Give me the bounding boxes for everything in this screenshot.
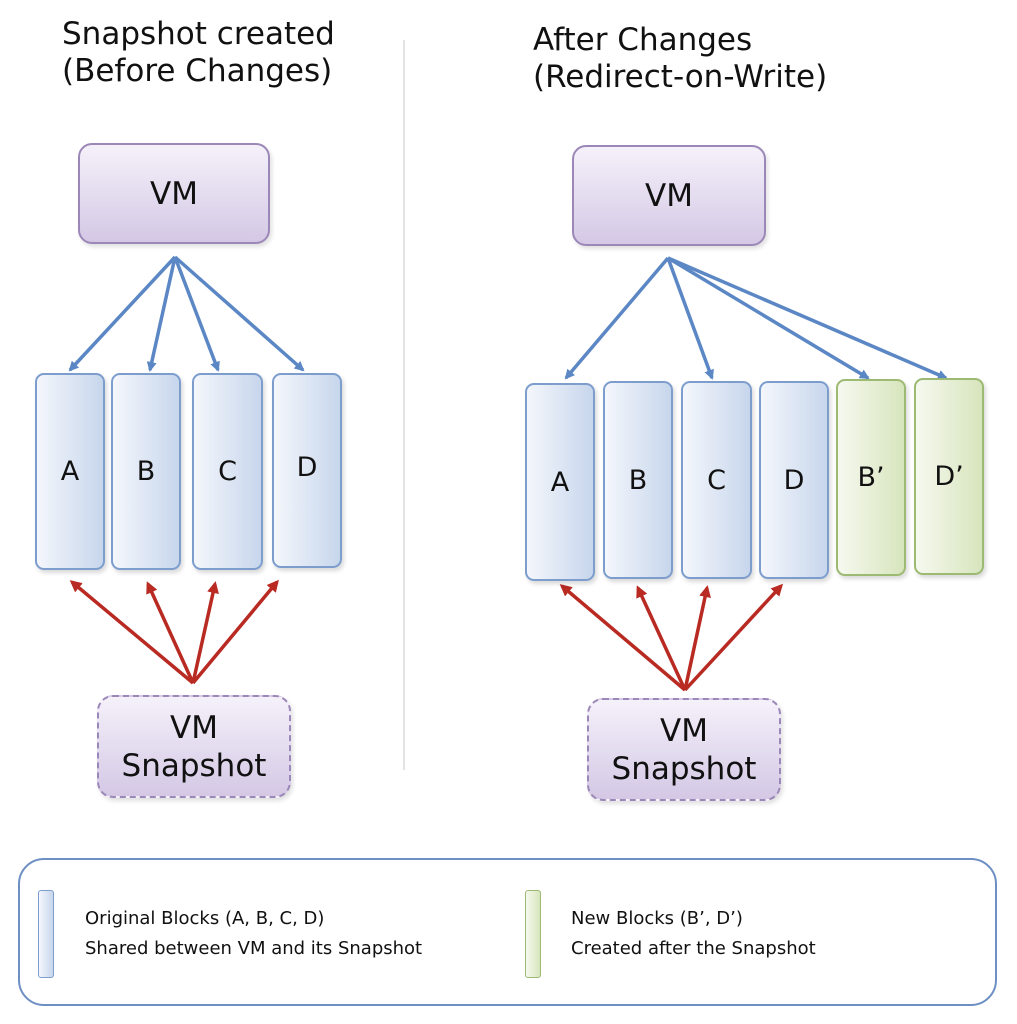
left-block-d-label: D	[296, 452, 318, 483]
legend-original-text: Original Blocks (A, B, C, D) Shared betw…	[85, 904, 422, 964]
left-vm-arrow-b	[146, 256, 177, 372]
right-snapshot-label-line2: Snapshot	[611, 750, 757, 787]
right-vm-arrow-a	[564, 256, 670, 380]
right-snap-arrow-d	[683, 583, 784, 692]
right-snap-arrow-a	[559, 584, 687, 692]
left-vm-arrow-c	[173, 256, 220, 372]
left-block-a-label: A	[60, 456, 80, 487]
left-block-c: C	[192, 373, 263, 570]
left-snap-arrow-a	[69, 580, 195, 685]
left-block-b: B	[111, 373, 181, 570]
left-block-d: D	[272, 373, 342, 568]
legend-original-line1: Original Blocks (A, B, C, D)	[85, 908, 325, 929]
left-snapshot-label-line1: VM	[170, 709, 218, 746]
right-block-c-label: C	[707, 464, 726, 496]
left-snap-arrow-b	[146, 581, 195, 684]
left-snap-arrow-d	[191, 579, 279, 685]
right-vm-arrow-d-new	[667, 256, 948, 380]
right-snap-arrow-b	[636, 585, 687, 691]
left-panel-title: Snapshot created (Before Changes)	[62, 16, 335, 90]
left-vm-label: VM	[150, 175, 198, 212]
right-block-b-new: B’	[836, 379, 906, 576]
legend-original-swatch	[38, 890, 54, 978]
left-vm-arrow-d	[173, 255, 305, 372]
panel-divider	[403, 40, 405, 770]
left-vm-arrow-a	[68, 255, 177, 372]
right-snapshot-label-line1: VM	[660, 712, 708, 749]
right-title-line1: After Changes	[533, 22, 753, 58]
right-block-d: D	[759, 381, 829, 579]
left-title-line1: Snapshot created	[62, 16, 335, 52]
right-block-b-new-label: B’	[857, 462, 885, 493]
left-snapshot-box: VM Snapshot	[97, 695, 291, 798]
legend-new-line2: Created after the Snapshot	[571, 938, 816, 959]
right-block-a: A	[525, 383, 595, 581]
right-vm-label: VM	[645, 177, 693, 214]
right-vm-box: VM	[572, 145, 766, 246]
left-block-c-label: C	[218, 456, 237, 487]
right-block-a-label: A	[550, 466, 570, 498]
right-vm-arrow-c	[666, 257, 714, 380]
left-block-b-label: B	[136, 456, 156, 487]
right-snap-arrow-c	[683, 585, 711, 691]
legend-new-text: New Blocks (B’, D’) Created after the Sn…	[571, 904, 816, 964]
right-title-line2: (Redirect-on-Write)	[533, 59, 828, 95]
left-block-a: A	[35, 373, 105, 570]
right-block-b-label: B	[628, 464, 648, 496]
right-snapshot-box: VM Snapshot	[587, 698, 781, 801]
right-block-c: C	[681, 381, 752, 579]
right-block-d-new-label: D’	[934, 461, 964, 492]
right-block-d-new: D’	[914, 378, 984, 575]
right-panel-title: After Changes (Redirect-on-Write)	[533, 22, 827, 96]
right-block-b: B	[603, 381, 673, 579]
legend-new-swatch	[525, 890, 541, 978]
left-title-line2: (Before Changes)	[62, 53, 333, 89]
legend-box: Original Blocks (A, B, C, D) Shared betw…	[18, 858, 997, 1006]
left-vm-box: VM	[78, 143, 270, 244]
legend-original-line2: Shared between VM and its Snapshot	[85, 938, 423, 959]
right-block-d-label: D	[783, 464, 805, 496]
left-snapshot-label-line2: Snapshot	[121, 747, 267, 784]
left-snap-arrow-c	[191, 581, 219, 684]
legend-new-line1: New Blocks (B’, D’)	[571, 908, 743, 929]
right-vm-arrow-b-new	[667, 256, 870, 380]
